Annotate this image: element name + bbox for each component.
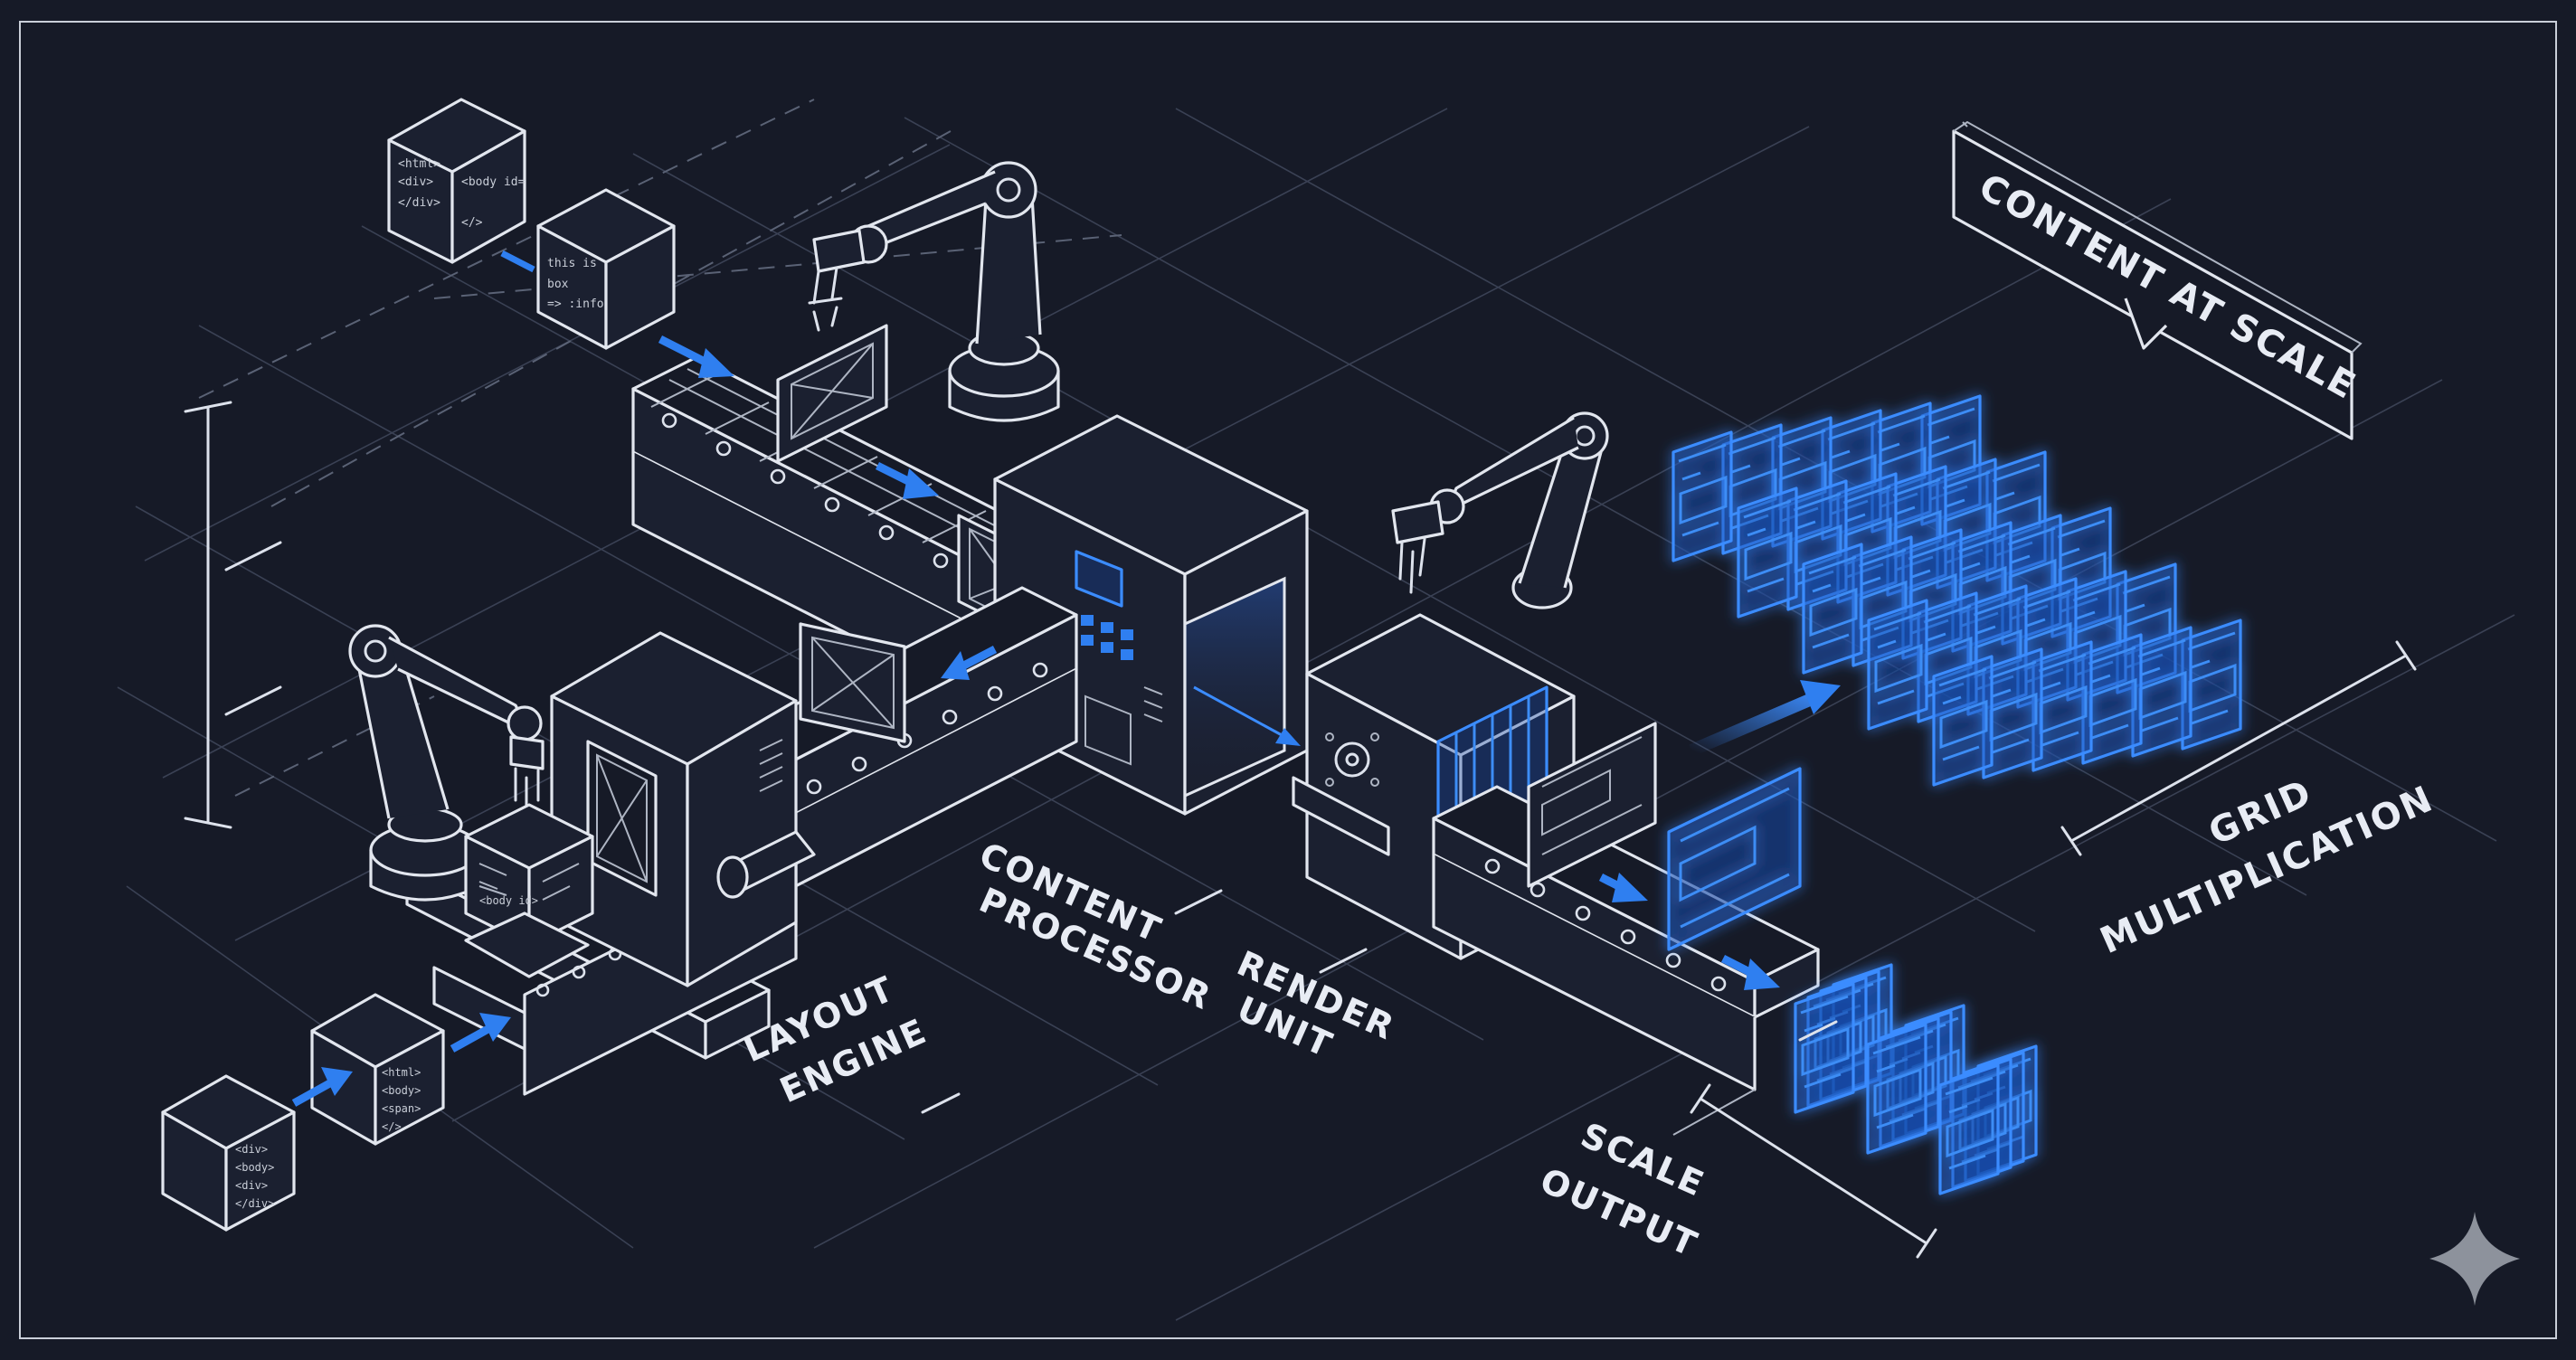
code-cube-top-b: this is box => :info <box>536 188 676 350</box>
middle-conveyor <box>722 586 1078 897</box>
code-line: <body> <box>235 1161 274 1174</box>
page-icon <box>1802 543 1863 675</box>
code-line: <html> <box>382 1066 421 1079</box>
code-line: <body id> <box>479 894 538 907</box>
blue-beam-arrow <box>1193 685 1301 746</box>
dashed-guides <box>198 99 1122 797</box>
page-icon <box>1737 486 1798 619</box>
code-line: </> <box>382 1120 402 1133</box>
code-line: <div> <box>235 1143 268 1156</box>
code-cube-low-b: <html> <body> <span> </> <box>310 993 445 1146</box>
page-icon <box>1938 1063 2000 1195</box>
rendered-page-white <box>1527 722 1657 888</box>
code-cube-top-a: <html> <div> <body id= </div> </> <box>387 98 526 264</box>
code-line: <body> <box>382 1084 421 1097</box>
content-at-scale-callout: CONTENT AT SCALE <box>1952 120 2363 440</box>
layout-engine-machine <box>550 631 816 987</box>
page-icon <box>1672 430 1733 562</box>
code-line: => :info <box>547 298 604 311</box>
code-cube-low-a: <div> <body> <div> </div> <box>161 1074 296 1232</box>
wireframe-card-3 <box>799 622 906 743</box>
page-stack-output <box>1794 963 2038 1195</box>
robot-arm-right <box>1391 411 1609 609</box>
code-line: </div> <box>235 1197 274 1210</box>
callout-text: CONTENT AT SCALE <box>1972 166 2363 409</box>
robot-arm-left <box>348 624 545 902</box>
outer-frame <box>19 21 2557 1339</box>
wireframe-card-1 <box>776 324 888 463</box>
code-cube-low-c: <body id> <box>464 885 590 978</box>
page-icon <box>1794 982 1855 1114</box>
code-line: </div> <box>398 196 440 210</box>
sparkle-icon <box>2429 1212 2520 1306</box>
code-line: <div> <box>235 1179 268 1192</box>
code-line: box <box>547 278 569 291</box>
robot-arm-top <box>808 161 1060 422</box>
height-marker <box>184 401 282 829</box>
code-line: <body id= <box>461 175 526 189</box>
code-line: <html> <box>398 157 440 171</box>
rendered-page-blue <box>1667 767 1802 951</box>
page-icon <box>1866 1023 1927 1155</box>
code-line: this is <box>547 257 597 270</box>
page-icon <box>1867 599 1928 731</box>
code-line: </> <box>461 216 483 230</box>
flow-arrows <box>291 250 1841 1107</box>
code-line: <div> <box>398 175 433 189</box>
code-line: <span> <box>382 1102 421 1115</box>
page-icon <box>1932 655 1994 787</box>
grid-dimension-line <box>921 640 2417 1259</box>
